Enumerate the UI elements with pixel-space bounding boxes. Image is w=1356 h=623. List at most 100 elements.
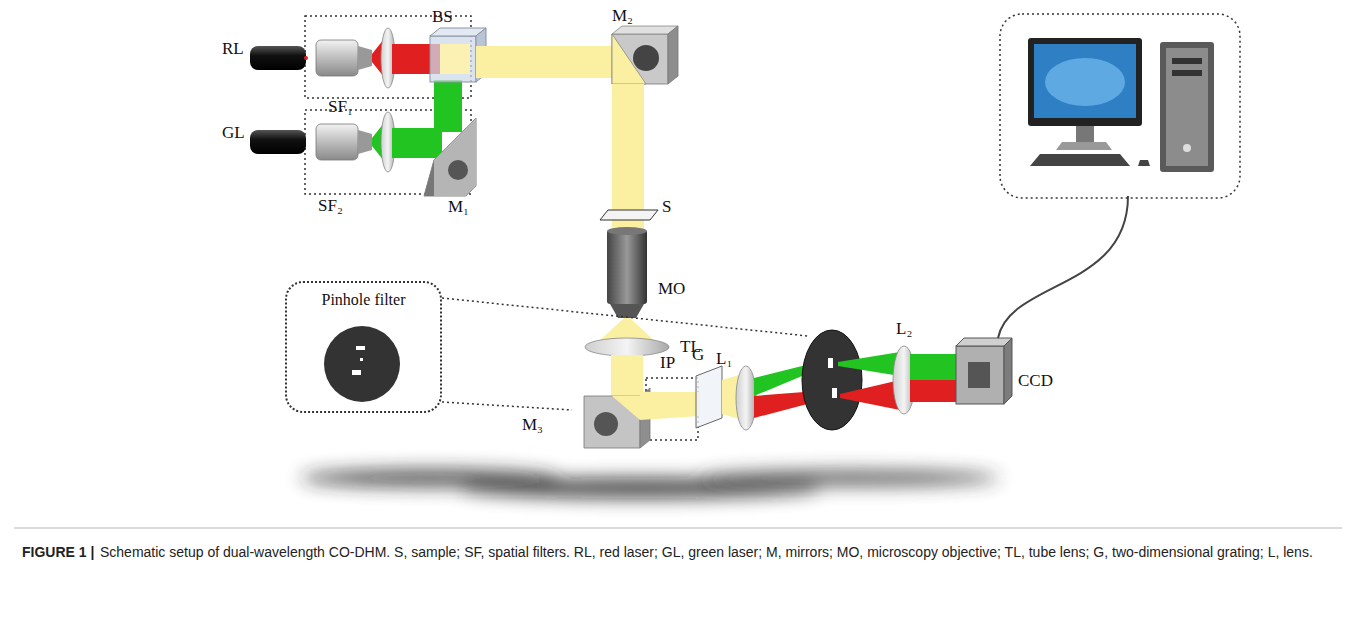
red-beam: [910, 380, 958, 402]
combined-beam: [640, 392, 700, 420]
svg-rect: [440, 44, 470, 74]
combined-beam: [476, 46, 616, 78]
svg-polygon: [1138, 160, 1150, 166]
sample-slide: [600, 210, 658, 220]
svg-circle: [594, 412, 618, 436]
red-laser: [250, 46, 308, 70]
svg-rect: [392, 128, 442, 158]
svg-polygon: [1030, 154, 1130, 166]
svg-ellipse: [802, 330, 862, 430]
callout-title: Pinhole filter: [287, 283, 440, 309]
mirror-m2: [612, 26, 678, 84]
spatial-filter: [316, 28, 440, 88]
computer-frame: [1000, 14, 1240, 198]
svg-rect: [828, 358, 833, 368]
green-beam: [434, 80, 462, 132]
part-label: RL: [222, 40, 244, 59]
svg-polygon: [612, 396, 640, 420]
green-beam: [910, 354, 958, 380]
combined-beam: [612, 84, 644, 230]
svg-polygon: [358, 130, 372, 154]
svg-circle: [324, 326, 400, 402]
svg-ellipse: [1045, 58, 1125, 106]
svg-polygon: [424, 118, 476, 196]
svg-circle: [448, 160, 468, 180]
pinhole-inset: [324, 326, 400, 402]
combined-beam: [611, 355, 643, 395]
svg-polygon: [424, 118, 476, 196]
svg-rect: [1160, 42, 1214, 172]
svg-rect: [1034, 44, 1136, 118]
svg-polygon: [956, 338, 1012, 346]
lens-l1: [736, 366, 756, 430]
svg-rect: [316, 40, 358, 76]
red-beam: [840, 380, 900, 410]
part-label: L₁: [716, 350, 732, 369]
callout-leader: [442, 402, 572, 410]
svg-polygon: [1004, 338, 1012, 404]
svg-rect: [352, 370, 361, 375]
svg-polygon: [358, 46, 372, 70]
svg-rect: [956, 346, 1004, 404]
part-label: GL: [222, 124, 245, 143]
svg-rect: [360, 358, 363, 361]
svg-rect: [1166, 48, 1208, 166]
camera-cable: [998, 196, 1128, 338]
callout-box: Pinhole filter: [285, 281, 442, 413]
part-label: CCD: [1018, 372, 1053, 391]
svg-rect: [1028, 38, 1142, 126]
part-label: MO: [658, 280, 685, 299]
microscope-objective: [596, 227, 658, 344]
pinhole-filter-disc: [802, 330, 862, 430]
svg-polygon: [668, 26, 678, 84]
svg-polygon: [612, 34, 646, 84]
part-label: SF₂: [318, 197, 343, 216]
svg-polygon: [612, 34, 668, 84]
svg-polygon: [612, 34, 646, 84]
svg-circle: [1183, 144, 1191, 152]
part-label: L₂: [896, 320, 912, 339]
mirror-m1: [424, 118, 476, 196]
svg-rect: [430, 36, 476, 82]
svg-rect: [968, 362, 990, 388]
floor-shadow: [300, 469, 1000, 498]
svg-polygon: [424, 160, 434, 196]
part-label: G: [692, 346, 704, 365]
ccd-camera: [956, 338, 1012, 404]
callout-leader: [442, 298, 808, 336]
svg-rect: [316, 124, 358, 160]
part-label: SF₁: [328, 98, 353, 117]
grating: [696, 366, 722, 428]
computer: [1028, 38, 1214, 172]
part-label: IP: [660, 354, 675, 373]
svg-rect: [1172, 58, 1202, 64]
green-laser: [250, 130, 306, 154]
caption-rule: [14, 527, 1342, 529]
svg-polygon: [610, 304, 644, 318]
svg-ellipse: [700, 470, 1000, 486]
svg-polygon: [1056, 142, 1112, 150]
svg-rect: [832, 388, 837, 398]
svg-rect: [250, 46, 306, 70]
svg-polygon: [584, 396, 640, 448]
part-label: M₃: [522, 416, 543, 435]
part-label: M₁: [448, 198, 469, 217]
svg-circle: [304, 56, 308, 60]
figure-number: FIGURE 1 |: [22, 541, 94, 563]
part-label: BS: [432, 8, 453, 27]
green-beam: [838, 352, 900, 376]
svg-ellipse: [607, 227, 647, 235]
figure-caption: Schematic setup of dual-wavelength CO-DH…: [22, 541, 1332, 563]
part-label: S: [662, 198, 671, 217]
svg-rect: [607, 230, 647, 304]
svg-polygon: [612, 26, 678, 34]
svg-rect: [1076, 126, 1094, 144]
part-label: M₂: [612, 7, 633, 26]
svg-rect: [250, 130, 306, 154]
svg-circle: [633, 45, 659, 71]
tube-lens: [585, 338, 669, 356]
svg-rect: [1172, 70, 1202, 76]
svg-rect: [356, 346, 365, 350]
spatial-filter: [316, 112, 442, 172]
